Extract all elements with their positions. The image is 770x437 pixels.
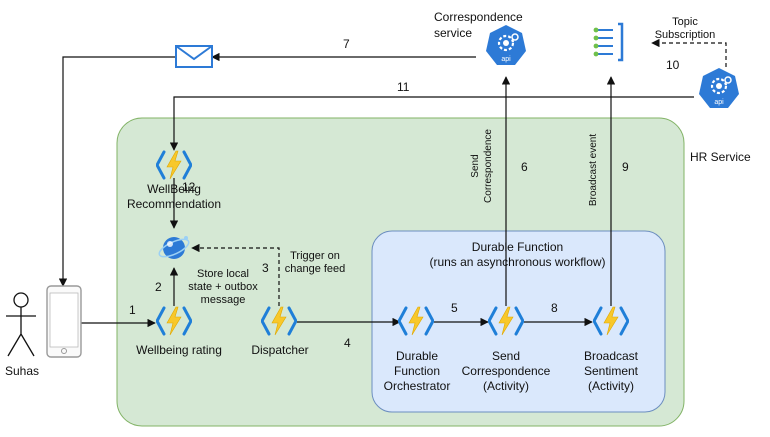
step-9: 9	[622, 160, 629, 174]
step-3: 3	[262, 261, 269, 275]
durable-function-subtitle: (runs an asynchronous workflow)	[429, 255, 606, 269]
topic-subscription-label-1: Topic	[672, 16, 698, 28]
wellbeing-recommendation-label-2: Recommendation	[126, 197, 222, 211]
step-11: 11	[397, 80, 410, 94]
step-7: 7	[343, 37, 350, 51]
dispatcher-label: Dispatcher	[251, 343, 309, 357]
step-6: 6	[521, 160, 528, 174]
correspondence-service-label-1: Correspondence	[434, 10, 523, 24]
step-10: 10	[666, 58, 680, 72]
step-2: 2	[155, 280, 162, 294]
correspondence-api-text: api	[501, 56, 511, 63]
edge-11	[169, 96, 694, 151]
step-8: 8	[551, 301, 558, 315]
store-local-label-2: state + outbox	[188, 281, 258, 293]
step-4: 4	[344, 336, 351, 350]
wellbeing-rating-label: Wellbeing rating	[136, 343, 222, 357]
broadcast-sentiment-label-3: (Activity)	[588, 379, 634, 393]
hr-service-label: HR Service	[690, 150, 751, 164]
topic-subscription-icon	[593, 22, 624, 62]
hr-api-text: api	[714, 99, 724, 106]
edge-3	[191, 243, 280, 306]
send-correspondence-label-1: Send	[491, 349, 521, 363]
broadcast-sentiment-label-2: Sentiment	[583, 364, 639, 378]
step-5: 5	[451, 301, 458, 315]
store-local-label-1: Store local	[197, 268, 249, 280]
mail-icon	[175, 45, 213, 68]
orchestrator-label-2: Function	[393, 364, 441, 378]
person-label: Suhas	[4, 364, 40, 378]
user-icon	[6, 292, 36, 357]
durable-function-title: Durable Function	[471, 240, 564, 254]
store-local-label-3: message	[200, 294, 246, 306]
cosmos-db-icon	[158, 236, 190, 259]
send-correspondence-label-2: Correspondence	[461, 364, 551, 378]
broadcast-event-edge-label: Broadcast event	[588, 133, 599, 207]
phone-icon	[46, 285, 82, 358]
orchestrator-label-1: Durable	[395, 349, 439, 363]
wellbeing-recommendation-label-1: WellBeing	[147, 182, 201, 196]
step-1: 1	[129, 303, 136, 317]
trigger-label-1: Trigger on	[290, 250, 340, 262]
edge-10	[651, 38, 727, 67]
step-12: 12	[182, 180, 196, 194]
edge-7b	[58, 56, 176, 287]
trigger-label-2: change feed	[284, 263, 346, 275]
send-correspondence-edge-label-1: Send	[470, 154, 481, 178]
topic-subscription-label-2: Subscription	[654, 29, 716, 41]
send-correspondence-edge-label-2: Correspondence	[483, 129, 494, 203]
correspondence-service-label-2: service	[434, 26, 473, 40]
orchestrator-label-3: Orchestrator	[383, 379, 451, 393]
broadcast-sentiment-label-1: Broadcast	[583, 349, 639, 363]
send-correspondence-label-3: (Activity)	[483, 379, 529, 393]
